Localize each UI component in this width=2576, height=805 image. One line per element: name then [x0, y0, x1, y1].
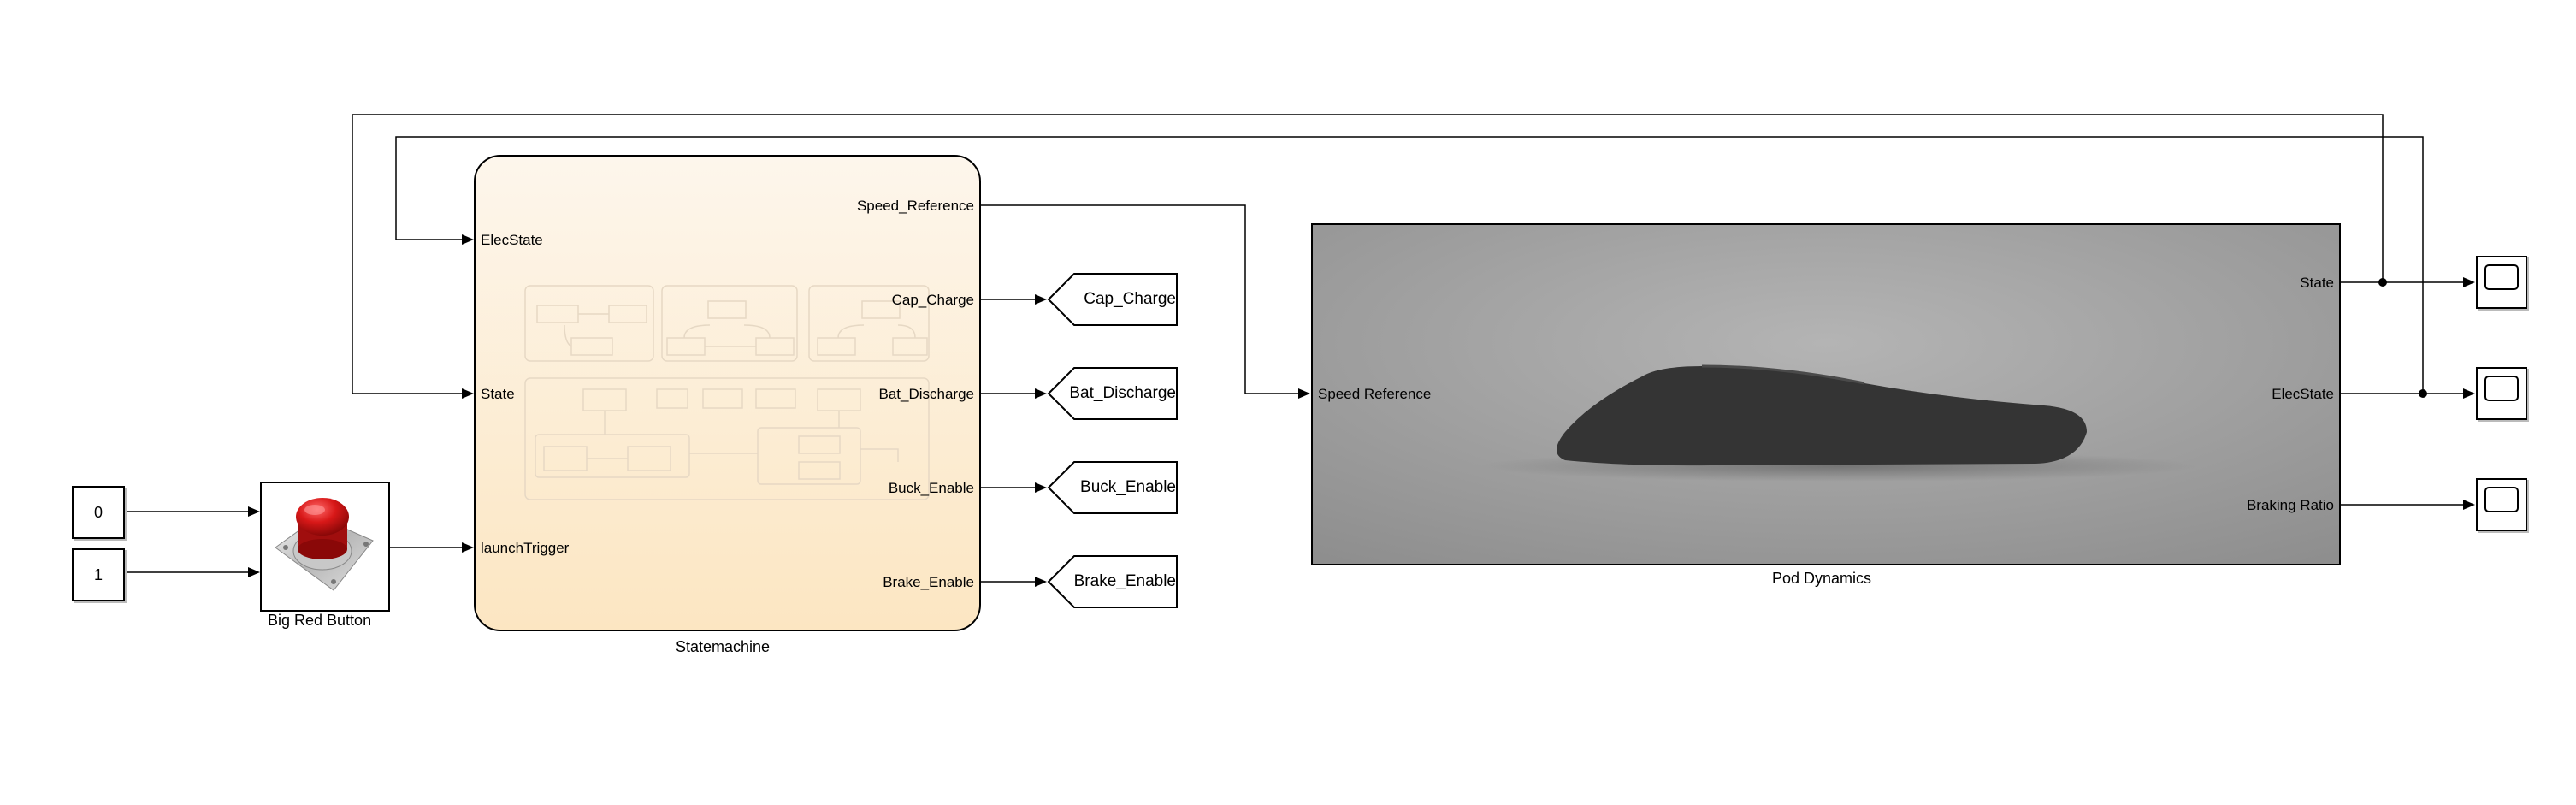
goto-brake-enable	[1047, 555, 1178, 608]
sm-output-bat-discharge: Bat_Discharge	[878, 386, 974, 402]
big-red-button-block[interactable]	[260, 482, 390, 612]
sm-input-state: State	[481, 386, 515, 402]
sm-input-launch-trigger: launchTrigger	[481, 540, 570, 556]
constant-value: 1	[93, 565, 103, 583]
constant-block-1[interactable]: 1	[72, 548, 125, 601]
sm-output-cap-charge: Cap_Charge	[891, 292, 974, 308]
pod-output-braking-ratio: Braking Ratio	[2246, 497, 2334, 513]
constant-value: 0	[93, 503, 103, 521]
sm-output-brake-enable: Brake_Enable	[883, 574, 974, 590]
goto-cap-charge	[1047, 273, 1178, 326]
scope-elecstate[interactable]	[2476, 367, 2527, 420]
scope-screen-icon	[2484, 264, 2519, 290]
goto-buck-enable-label[interactable]: Buck_Enable	[1080, 478, 1176, 496]
statemachine-block[interactable]	[474, 155, 981, 631]
goto-cap-charge-label[interactable]: Cap_Charge	[1084, 290, 1176, 308]
red-button-icon	[275, 498, 374, 591]
sm-output-buck-enable: Buck_Enable	[888, 480, 974, 496]
sm-input-elecstate: ElecState	[481, 232, 543, 248]
pod-output-state: State	[2300, 275, 2334, 291]
pod-dynamics-block[interactable]	[1311, 223, 2341, 565]
stateflow-thumbnail	[524, 285, 930, 500]
statemachine-label: Statemachine	[676, 638, 771, 655]
scope-state[interactable]	[2476, 256, 2527, 309]
signal-lines	[125, 114, 2465, 583]
goto-bat-discharge-label[interactable]: Bat_Discharge	[1069, 384, 1176, 402]
constant-block-0[interactable]: 0	[72, 486, 125, 539]
pod-dynamics-label: Pod Dynamics	[1772, 570, 1872, 587]
scope-braking-ratio[interactable]	[2476, 478, 2527, 531]
scope-screen-icon	[2484, 376, 2519, 401]
pod-input-speed-reference: Speed Reference	[1318, 386, 1432, 402]
goto-bat-discharge	[1047, 367, 1178, 420]
sm-output-speed-reference: Speed_Reference	[856, 198, 974, 214]
pod-output-elecstate: ElecState	[2272, 386, 2334, 402]
goto-brake-enable-label[interactable]: Brake_Enable	[1073, 572, 1176, 590]
pod-vehicle-image	[1557, 366, 2087, 466]
goto-tags	[1047, 273, 1178, 608]
goto-buck-enable	[1047, 461, 1178, 514]
button-block-label: Big Red Button	[268, 612, 372, 629]
scope-screen-icon	[2484, 487, 2519, 512]
arrowheads	[248, 234, 2475, 587]
